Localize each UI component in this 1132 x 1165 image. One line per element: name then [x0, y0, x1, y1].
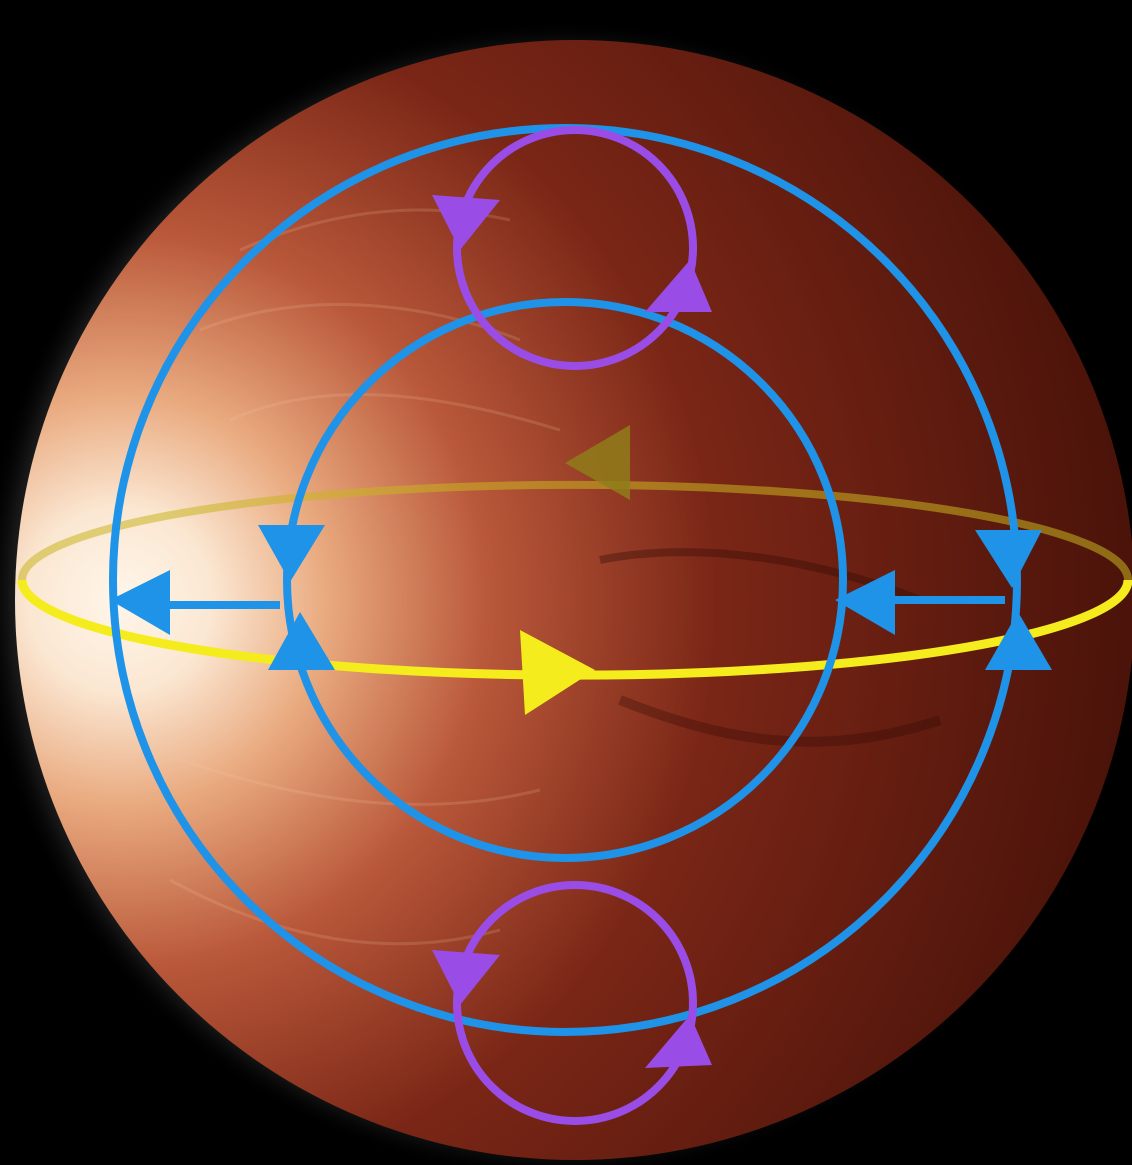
- arrowhead-icon: [835, 570, 895, 635]
- arrowhead-icon: [432, 950, 500, 1005]
- polar-vortices: [453, 126, 697, 1125]
- arrowhead-icon: [645, 260, 712, 312]
- polar-arrowheads: [432, 195, 712, 1068]
- arrowhead-icon: [432, 195, 500, 250]
- arrowhead-icon: [975, 530, 1042, 588]
- inner-circulation-ring: [283, 298, 847, 862]
- equatorial-band: [17, 425, 1132, 715]
- arrowhead-icon: [565, 425, 630, 500]
- north-polar-vortex: [453, 126, 697, 370]
- arrowhead-icon: [258, 525, 325, 582]
- equatorial-band-back-arc: [18, 480, 1132, 581]
- arrowhead-icon: [110, 570, 170, 635]
- hadley-arrowheads: [110, 525, 1052, 670]
- arrowhead-icon: [645, 1015, 712, 1068]
- south-polar-vortex: [453, 881, 697, 1125]
- arrowhead-icon: [985, 612, 1052, 670]
- arrowhead-icon: [520, 630, 595, 715]
- planet-icon: [15, 40, 1132, 1160]
- arrowhead-icon: [268, 612, 335, 670]
